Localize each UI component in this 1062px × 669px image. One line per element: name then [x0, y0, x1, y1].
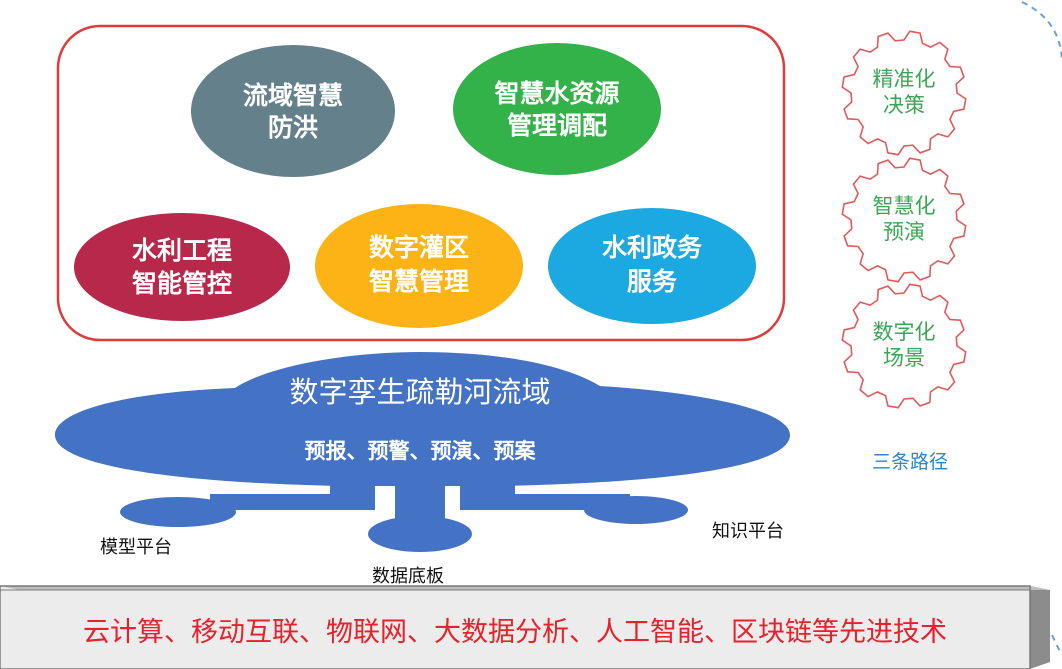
app-label-line2: 智慧管理	[369, 267, 469, 296]
app-ellipse-flood-control: 流域智慧 防洪	[191, 45, 395, 177]
technology-base-slab: 云计算、移动互联、物联网、大数据分析、人工智能、区块链等先进技术	[0, 585, 1050, 669]
applications-frame	[56, 24, 786, 342]
app-ellipse-government-service: 水利政务 服务	[548, 208, 756, 324]
model-platform-label: 模型平台	[100, 537, 172, 558]
app-label-line1: 水利政务	[602, 233, 702, 262]
gear-label-line2: 场景	[883, 346, 925, 370]
app-label-line2: 防洪	[268, 113, 318, 142]
gear-precision-decision: 精准化 决策	[841, 30, 967, 156]
cloud-subtitle: 预报、预警、预演、预案	[305, 439, 537, 463]
digital-twin-cloud: 数字孪生疏勒河流域 预报、预警、预演、预案	[55, 352, 790, 552]
gear-smart-rehearsal: 智慧化 预演	[841, 157, 967, 283]
app-label-line1: 数字灌区	[369, 233, 469, 262]
app-ellipse-irrigation: 数字灌区 智慧管理	[315, 204, 523, 328]
gear-label-line2: 预演	[883, 220, 925, 244]
technology-base-text: 云计算、移动互联、物联网、大数据分析、人工智能、区块链等先进技术	[83, 617, 947, 648]
app-label-line1: 流域智慧	[243, 81, 343, 110]
knowledge-platform-label: 知识平台	[712, 521, 784, 542]
data-foundation-label: 数据底板	[372, 566, 444, 587]
three-paths-label: 三条路径	[872, 451, 948, 473]
app-label-line2: 管理调配	[507, 111, 607, 140]
app-label-line2: 智能管控	[132, 269, 232, 298]
gear-label-line2: 决策	[883, 93, 925, 117]
app-label-line2: 服务	[627, 267, 677, 296]
gear-digital-scene: 数字化 场景	[841, 283, 967, 409]
decorative-dashed-arc-bottom	[1051, 634, 1062, 656]
gear-label-line1: 数字化	[873, 320, 936, 344]
data-foundation-foot	[368, 516, 472, 552]
model-platform-foot	[120, 497, 236, 527]
app-ellipse-engineering-control: 水利工程 智能管控	[74, 213, 290, 321]
app-label-line1: 水利工程	[132, 236, 232, 265]
app-label-line1: 智慧水资源	[494, 79, 619, 108]
app-ellipse-water-resources: 智慧水资源 管理调配	[453, 43, 661, 175]
cloud-title: 数字孪生疏勒河流域	[289, 375, 550, 409]
knowledge-platform-foot	[584, 496, 688, 524]
decorative-dashed-arc	[1021, 1, 1062, 61]
gear-label-line1: 精准化	[873, 67, 936, 91]
gear-label-line1: 智慧化	[873, 194, 936, 218]
